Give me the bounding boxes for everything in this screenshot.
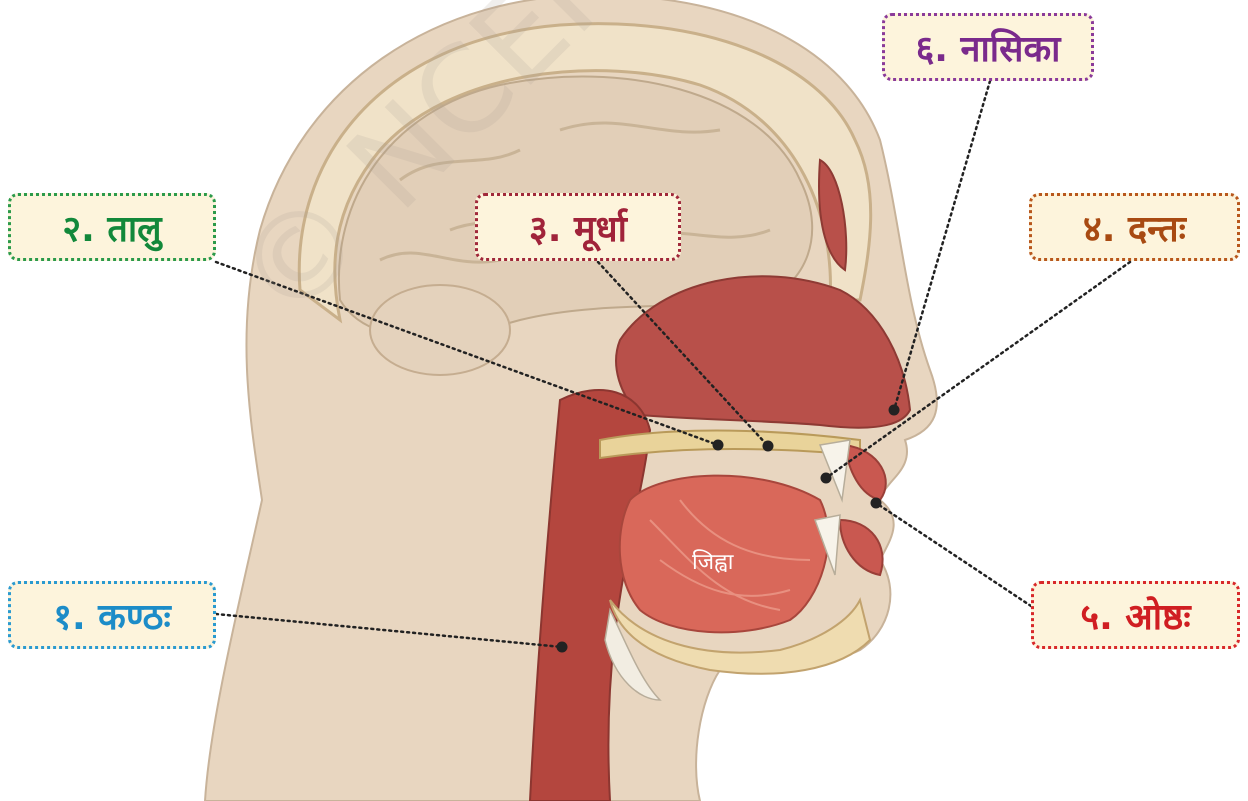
dot-danta — [821, 473, 832, 484]
dot-oshtha — [871, 498, 882, 509]
label-nasika: ६. नासिका — [882, 13, 1094, 81]
label-danta: ४. दन्तः — [1029, 193, 1240, 261]
dot-murdha — [763, 441, 774, 452]
label-oshtha: ५. ओष्ठः — [1031, 581, 1240, 649]
tongue-label: जिह्वा — [692, 546, 733, 576]
dot-nasika — [889, 405, 900, 416]
label-taalu: २. तालु — [8, 193, 216, 261]
leader-line-oshtha — [876, 503, 1031, 606]
label-murdha: ३. मूर्धा — [475, 193, 681, 261]
dot-taalu — [713, 440, 724, 451]
label-kantha: १. कण्ठः — [8, 581, 216, 649]
dot-kantha — [557, 642, 568, 653]
